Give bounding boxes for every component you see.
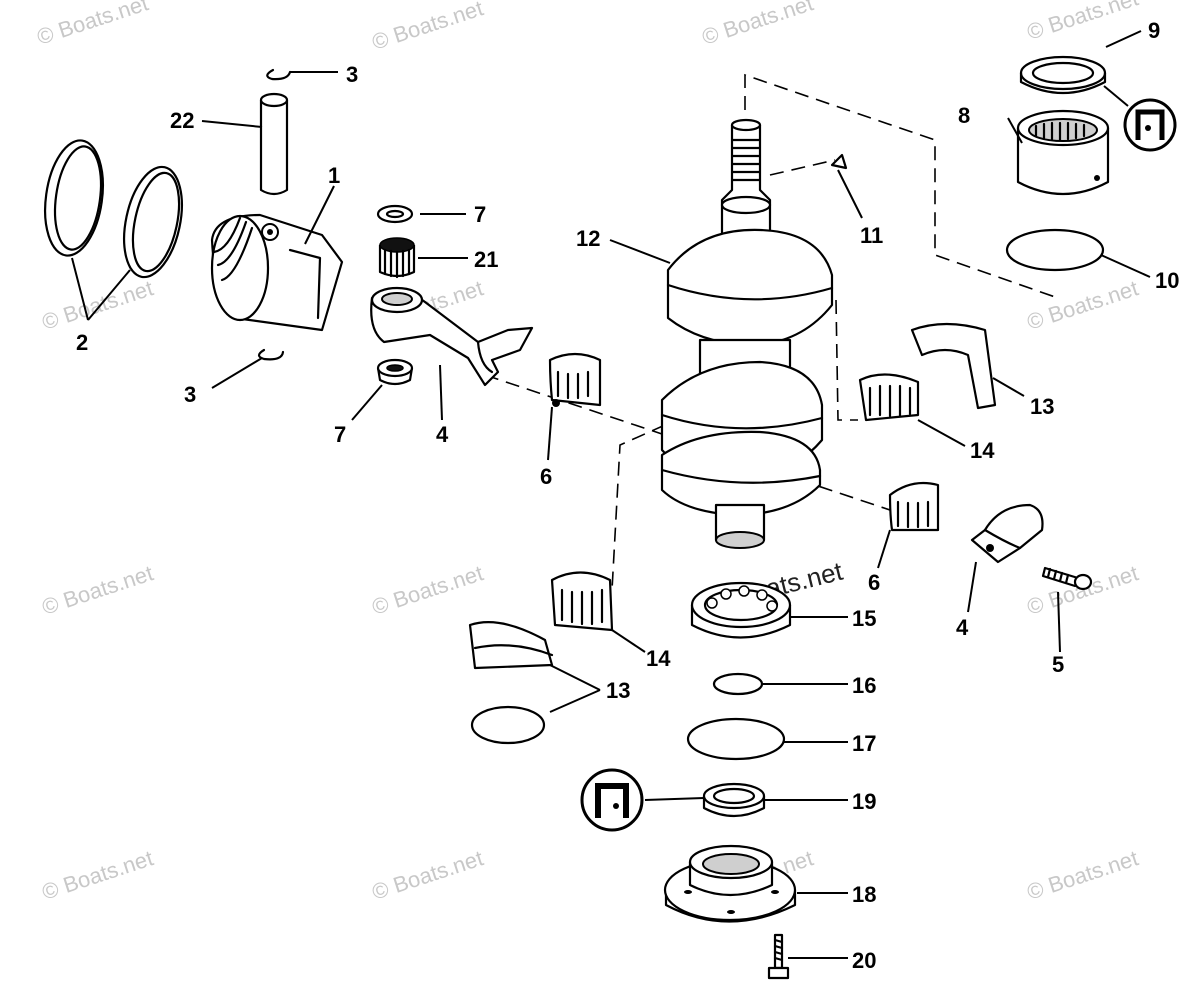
watermark: © Boats.net bbox=[1024, 275, 1141, 334]
watermark: © Boats.net bbox=[369, 845, 486, 904]
roller-bearing-part bbox=[858, 373, 920, 422]
watermark: © Boats.net bbox=[699, 0, 816, 50]
piston-ring-part bbox=[123, 165, 183, 279]
callout-labels: 3 22 1 2 3 7 21 7 4 12 11 9 8 10 13 14 6… bbox=[76, 18, 1179, 973]
watermark: © Boats.net bbox=[39, 275, 156, 334]
roller-bearing-part bbox=[550, 571, 614, 632]
callout-20: 20 bbox=[852, 948, 876, 973]
watermark: © Boats.net bbox=[39, 845, 156, 904]
callout-14: 14 bbox=[646, 646, 671, 671]
callout-17: 17 bbox=[852, 731, 876, 756]
rod-screw-part bbox=[1041, 566, 1093, 591]
leader-lines bbox=[71, 30, 1151, 959]
callout-21: 21 bbox=[474, 247, 498, 272]
bearing-housing-part bbox=[663, 844, 797, 923]
callout-5: 5 bbox=[1052, 652, 1064, 677]
main-bearing-part bbox=[1016, 109, 1110, 196]
callout-11: 11 bbox=[860, 223, 883, 248]
callout-2: 2 bbox=[76, 330, 88, 355]
thrust-washer-part bbox=[376, 204, 414, 224]
callout-14: 14 bbox=[970, 438, 995, 463]
callout-7: 7 bbox=[334, 422, 346, 447]
o-ring-part bbox=[1005, 228, 1105, 272]
callout-22: 22 bbox=[170, 108, 194, 133]
callout-6: 6 bbox=[540, 464, 552, 489]
callout-4: 4 bbox=[436, 422, 449, 447]
retaining-ring-part bbox=[470, 705, 546, 745]
watermark: © Boats.net bbox=[369, 560, 486, 619]
sealant-icon bbox=[1123, 98, 1177, 152]
seal-part bbox=[1019, 55, 1107, 95]
callout-9: 9 bbox=[1148, 18, 1160, 43]
callout-12: 12 bbox=[576, 226, 600, 251]
watermark: © Boats.net bbox=[39, 560, 156, 619]
callout-8: 8 bbox=[958, 103, 970, 128]
callout-15: 15 bbox=[852, 606, 876, 631]
bearing-cage-part bbox=[548, 352, 602, 407]
callout-4: 4 bbox=[956, 615, 969, 640]
callout-18: 18 bbox=[852, 882, 876, 907]
callout-3: 3 bbox=[184, 382, 196, 407]
ball-bearing-part bbox=[690, 581, 792, 639]
thrust-washer-part bbox=[376, 358, 414, 386]
watermark: © Boats.net bbox=[369, 0, 486, 55]
callout-13: 13 bbox=[606, 678, 630, 703]
wrist-pin-part bbox=[259, 92, 289, 196]
o-ring-part bbox=[686, 717, 786, 761]
bearing-liner-part bbox=[473, 644, 554, 657]
lower-seal-part bbox=[702, 782, 766, 818]
thrust-washer-part bbox=[385, 209, 405, 219]
needle-bearing-part bbox=[378, 237, 416, 279]
connecting-rod-part bbox=[370, 286, 534, 387]
rod-cap-part bbox=[970, 503, 1044, 564]
housing-screw-part bbox=[767, 933, 790, 980]
callout-16: 16 bbox=[852, 673, 876, 698]
crankshaft-part bbox=[660, 118, 834, 549]
piston-ring-part bbox=[131, 171, 181, 273]
retaining-ring-part bbox=[712, 672, 764, 696]
callout-13: 13 bbox=[1030, 394, 1054, 419]
retaining-ring-part bbox=[257, 348, 285, 361]
piston-part bbox=[210, 213, 344, 332]
retaining-ring-part bbox=[266, 68, 292, 81]
piston-ring-part bbox=[44, 139, 104, 257]
callout-6: 6 bbox=[868, 570, 880, 595]
callout-10: 10 bbox=[1155, 268, 1179, 293]
callout-3: 3 bbox=[346, 62, 358, 87]
sealant-icon bbox=[580, 768, 644, 832]
piston-ring-part bbox=[53, 145, 103, 251]
woodruff-key-part bbox=[830, 153, 848, 170]
callout-19: 19 bbox=[852, 789, 876, 814]
watermark: © Boats.net bbox=[34, 0, 151, 50]
bearing-cage-part bbox=[888, 481, 940, 532]
bearing-liner-part bbox=[910, 322, 997, 410]
callout-1: 1 bbox=[328, 163, 340, 188]
callout-7: 7 bbox=[474, 202, 486, 227]
watermark: © Boats.net bbox=[1024, 845, 1141, 904]
